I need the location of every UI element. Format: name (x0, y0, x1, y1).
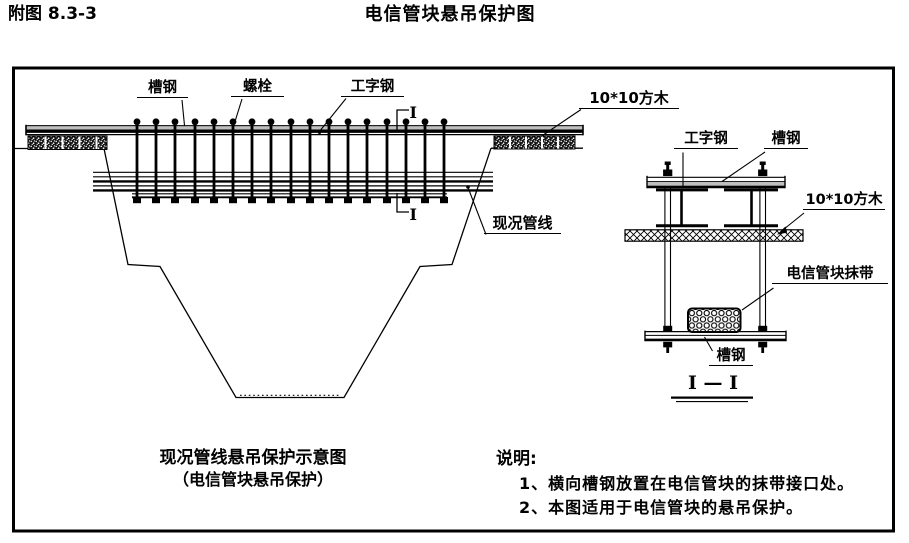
plan-timber-block-right (493, 135, 576, 150)
pipeline-bundle (93, 171, 493, 199)
notes-heading: 说明: (496, 449, 537, 469)
label-channel-steel-plan: 槽钢 (137, 80, 188, 99)
section-cut-marks: I I (396, 103, 417, 224)
section-top-bolts (663, 161, 768, 177)
duct-block (687, 307, 742, 333)
section-view (624, 151, 805, 403)
plan-leader-lines (181, 98, 582, 235)
label-channel-steel-section-top: 槽钢 (764, 131, 808, 150)
section-title: I — I (687, 372, 738, 394)
label-i-beam-plan: 工字钢 (341, 79, 404, 98)
plan-caption-line1: 现况管线悬吊保护示意图 (159, 448, 347, 468)
section-leader-lines (682, 151, 805, 352)
label-bolt-plan: 螺栓 (231, 79, 284, 98)
section-timber-strip (624, 229, 804, 242)
label-timber-section: 10*10方木 (803, 192, 885, 211)
plan-view: I I (14, 98, 584, 399)
drawing-title: 电信管块悬吊保护图 (364, 4, 536, 25)
figure-number: 附图 8.3-3 (8, 4, 97, 24)
label-i-beam-section: 工字钢 (674, 131, 738, 150)
section-title-underline (671, 396, 753, 403)
label-timber-plan: 10*10方木 (579, 90, 679, 109)
label-existing-pipeline: 现况管线 (484, 215, 561, 234)
section-top-channel (646, 175, 786, 189)
section-rods (664, 187, 767, 332)
section-mark-bottom: I (410, 205, 417, 224)
plan-caption-line2: （电信管块悬吊保护） (172, 470, 333, 489)
section-bottom-channel (644, 325, 787, 353)
note-item-2: 2、本图适用于电信管块的悬吊保护。 (519, 498, 804, 517)
label-duct-block: 电信管块抹带 (772, 266, 888, 285)
note-item-1: 1、横向槽钢放置在电信管块的抹带接口处。 (519, 474, 855, 493)
label-channel-steel-section-bottom: 槽钢 (709, 348, 753, 367)
section-mark-top: I (410, 103, 417, 122)
plan-timber-block-left (27, 135, 108, 150)
plan-top-beam (25, 124, 584, 136)
drawing-frame-border (12, 66, 895, 533)
